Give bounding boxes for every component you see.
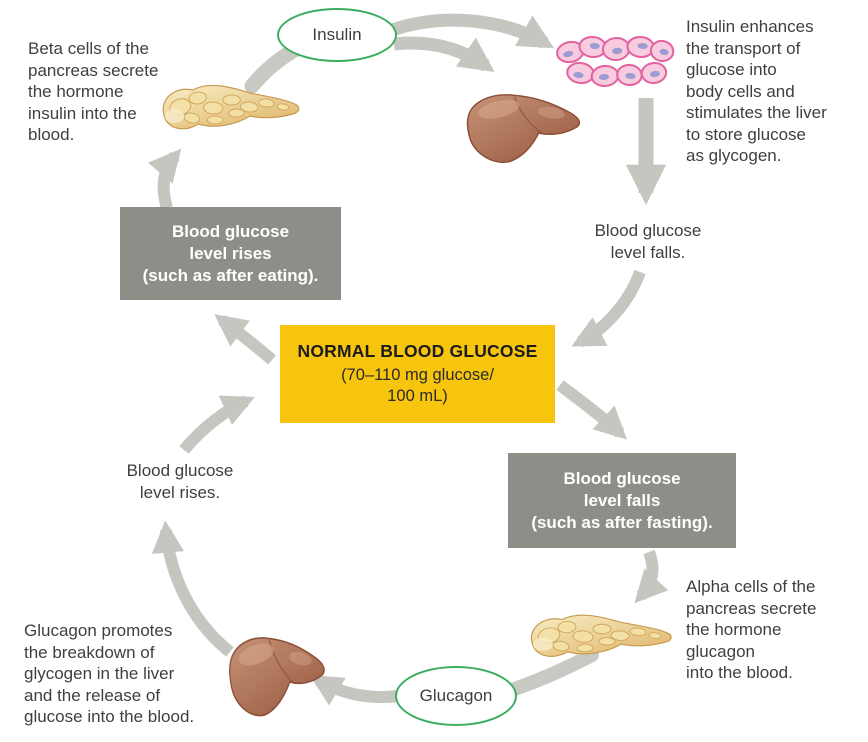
- normal-glucose-title: NORMAL BLOOD GLUCOSE: [297, 341, 538, 361]
- glucose-falls-box: Blood glucose level falls (such as after…: [508, 453, 736, 548]
- normal-glucose-box: NORMAL BLOOD GLUCOSE (70–110 mg glucose/…: [280, 325, 555, 423]
- arrow-falls-box-to-pancreas: [634, 549, 669, 604]
- arrow-insulin-to-liver: [393, 36, 495, 72]
- arrow-rises-box-to-pancreas: [147, 148, 182, 210]
- glucose-rises-label: Blood glucose level rises.: [126, 461, 234, 502]
- glucose-falls-label: Blood glucose level falls.: [594, 221, 702, 262]
- liver-bottom-illustration: [228, 637, 325, 717]
- body-cells-illustration: [554, 34, 677, 88]
- liver-top-illustration: [466, 94, 581, 164]
- glucagon-action-annotation: Glucagon promotes the breakdown of glyco…: [24, 621, 195, 726]
- glucose-rises-box: Blood glucose level rises (such as after…: [120, 207, 341, 300]
- normal-glucose-range: (70–110 mg glucose/ 100 mL): [341, 366, 494, 405]
- alpha-cells-annotation: Alpha cells of the pancreas secrete the …: [686, 577, 817, 682]
- glucagon-oval: Glucagon: [395, 666, 517, 726]
- arrow-glucagon-to-liver: [309, 674, 399, 706]
- arrow-rises-to-normal-box: [179, 395, 255, 454]
- insulin-action-annotation: Insulin enhances the transport of glucos…: [686, 17, 827, 165]
- pancreas-bottom-illustration: [530, 614, 672, 657]
- arrow-normal-box-to-rises-box: [214, 314, 276, 365]
- band-pancreas-to-glucagon: [505, 648, 599, 697]
- band-pancreas-to-insulin: [244, 40, 306, 94]
- arrow-falls-to-normal-box: [571, 269, 646, 348]
- insulin-oval: Insulin: [277, 8, 397, 62]
- arrow-insulin-to-body-cells: [389, 13, 555, 49]
- arrow-normal-box-to-falls-box: [556, 380, 628, 440]
- beta-cells-annotation: Beta cells of the pancreas secrete the h…: [28, 39, 159, 144]
- arrow-liver-to-glucose-rises: [151, 520, 234, 657]
